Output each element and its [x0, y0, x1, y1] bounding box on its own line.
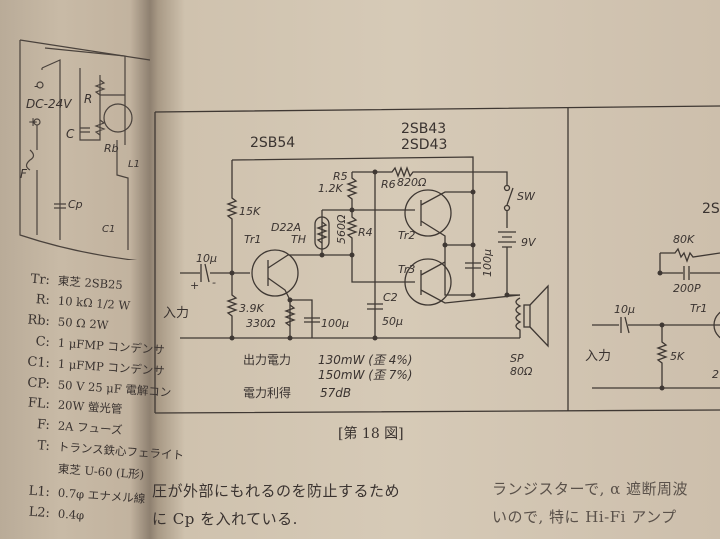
left-page: DC-24V - + R C Rb F Cp L1 C1 Tr:東芝 2SB25…	[0, 0, 184, 539]
body-text-line: いので, 特に Hi-Fi アンプ	[492, 508, 677, 526]
plus-label: +	[28, 115, 38, 129]
part-value: 東芝 U-60 (L形)	[57, 461, 145, 482]
tr1-type-label: 2SB54	[250, 135, 295, 151]
tr3-label: Tr3	[398, 263, 415, 276]
next-partial-label: 2	[712, 368, 719, 381]
power-gain-label: 電力利得	[243, 385, 291, 400]
r-330-label: 330Ω	[246, 317, 276, 330]
part-symbol: L1:	[28, 483, 51, 501]
supply-label: DC-24V	[26, 97, 72, 111]
f-label: F	[20, 167, 28, 181]
part-value: 0.7φ エナメル線	[57, 485, 146, 506]
body-text-line: 圧が外部にもれるのを防止するため	[152, 482, 401, 500]
plus-label: +	[190, 279, 199, 292]
tr2-type-label: 2SB43	[401, 121, 446, 137]
l1-label: L1	[128, 159, 140, 170]
part-value: 2A フューズ	[57, 418, 123, 438]
switch-label: SW	[517, 190, 536, 203]
r-label: R	[84, 92, 92, 106]
part-symbol	[20, 470, 50, 472]
part-symbol: L2:	[28, 504, 51, 522]
part-value: トランス鉄心フェライト	[57, 439, 185, 463]
figure-18-schematic: 2SB54 2SB43 2SD43 15K 3.9K 330Ω 10μ + - …	[154, 105, 720, 414]
next-c-in-label: 10μ	[614, 303, 635, 316]
c-emitter-label: 100μ	[321, 317, 349, 330]
next-type-label: 2S	[702, 201, 720, 217]
r6-label: R6	[381, 178, 396, 191]
thermistor-label: TH	[291, 233, 306, 246]
r4-value: 560Ω	[335, 214, 348, 244]
r4-label: R4	[358, 226, 373, 239]
speaker-label: SP	[510, 352, 524, 365]
next-tr1-label: Tr1	[690, 302, 707, 315]
battery-label: 9V	[521, 236, 537, 249]
minus-label: -	[34, 79, 38, 93]
r-39k-label: 3.9K	[239, 302, 264, 315]
output-power-2: 150mW (歪 7%)	[318, 368, 413, 382]
c2-label: C2	[383, 291, 398, 304]
parts-row: L2: 0.4φ	[19, 504, 85, 523]
body-text-line: に Cp を入れている.	[152, 510, 298, 528]
r5-value: 1.2K	[318, 182, 343, 195]
tr2-label: Tr2	[398, 229, 415, 242]
figure-caption: [第 18 図]	[338, 426, 404, 442]
output-power-1: 130mW (歪 4%)	[318, 353, 413, 367]
r-80k-label: 80K	[673, 233, 695, 246]
part-symbol: T:	[36, 438, 51, 455]
body-text-line: ランジスターで, α 遮断周波	[492, 480, 689, 498]
tr1-label: Tr1	[244, 233, 261, 246]
diode-label: D22A	[271, 221, 301, 234]
c2-value: 50μ	[382, 315, 403, 328]
r6-value: 820Ω	[397, 176, 427, 189]
c-out-label: 100μ	[481, 249, 494, 277]
parts-row: L1: 0.7φ エナメル線	[19, 482, 146, 507]
minus-label: -	[212, 276, 216, 289]
rb-label: Rb	[104, 142, 119, 155]
speaker-value: 80Ω	[510, 365, 533, 378]
power-gain-value: 57dB	[320, 386, 351, 400]
part-value: 0.4φ	[57, 506, 85, 523]
next-input-label: 入力	[585, 349, 611, 364]
r-15k-label: 15K	[239, 205, 261, 218]
tr3-type-label: 2SD43	[401, 137, 447, 153]
parts-row: 東芝 U-60 (L形)	[19, 458, 144, 483]
c-label: C	[66, 127, 75, 141]
input-label: 入力	[163, 306, 189, 321]
c1-label: C1	[102, 224, 115, 235]
c-200p-label: 200P	[673, 282, 701, 295]
r-5k-label: 5K	[670, 350, 685, 363]
cp-label: Cp	[68, 198, 83, 211]
c-in-label: 10μ	[196, 252, 217, 265]
lamp-inverter-schematic: DC-24V - + R C Rb F Cp L1 C1	[19, 39, 150, 260]
output-power-label: 出力電力	[243, 353, 291, 367]
r5-label: R5	[333, 170, 348, 183]
